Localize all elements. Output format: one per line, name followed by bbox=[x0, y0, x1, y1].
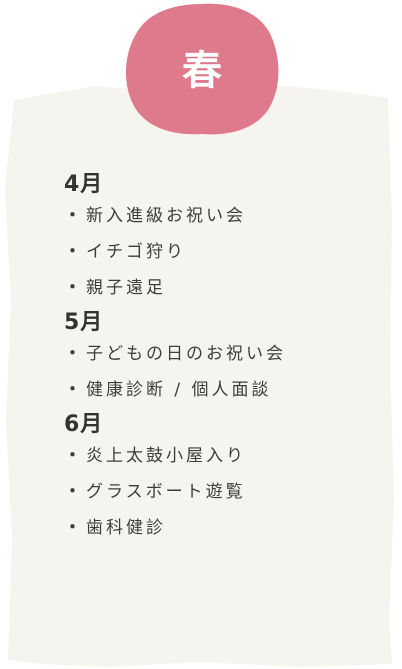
season-title: 春 bbox=[182, 48, 222, 94]
event-list: ・炎上太鼓小屋入り ・グラスボート遊覧 ・歯科健診 bbox=[64, 446, 384, 539]
event-label: 炎上太鼓小屋入り bbox=[86, 446, 246, 466]
month-june: 6月 ・炎上太鼓小屋入り ・グラスボート遊覧 ・歯科健診 bbox=[64, 412, 384, 539]
list-item: ・新入進級お祝い会 bbox=[64, 206, 384, 227]
event-label: 子どもの日のお祝い会 bbox=[86, 344, 286, 364]
event-label: イチゴ狩り bbox=[86, 242, 186, 262]
list-item: ・親子遠足 bbox=[64, 278, 384, 299]
month-april: 4月 ・新入進級お祝い会 ・イチゴ狩り ・親子遠足 bbox=[64, 172, 384, 299]
events-schedule: 4月 ・新入進級お祝い会 ・イチゴ狩り ・親子遠足 5月 ・子どもの日のお祝い会… bbox=[64, 172, 384, 554]
list-item: ・子どもの日のお祝い会 bbox=[64, 344, 384, 365]
bullet-mark: ・ bbox=[64, 482, 81, 502]
event-list: ・新入進級お祝い会 ・イチゴ狩り ・親子遠足 bbox=[64, 206, 384, 299]
season-badge bbox=[125, 3, 279, 135]
event-list: ・子どもの日のお祝い会 ・健康診断 / 個人面談 bbox=[64, 344, 384, 401]
event-label: 親子遠足 bbox=[86, 278, 166, 298]
month-heading: 5月 bbox=[64, 310, 104, 335]
event-label: 新入進級お祝い会 bbox=[86, 206, 246, 226]
bullet-mark: ・ bbox=[64, 206, 81, 226]
bullet-mark: ・ bbox=[64, 446, 81, 466]
month-may: 5月 ・子どもの日のお祝い会 ・健康診断 / 個人面談 bbox=[64, 310, 384, 401]
bullet-mark: ・ bbox=[64, 380, 81, 400]
month-heading: 4月 bbox=[64, 172, 104, 197]
list-item: ・イチゴ狩り bbox=[64, 242, 384, 263]
event-label: 歯科健診 bbox=[86, 518, 166, 538]
bullet-mark: ・ bbox=[64, 344, 81, 364]
list-item: ・炎上太鼓小屋入り bbox=[64, 446, 384, 467]
event-label: 健康診断 / 個人面談 bbox=[86, 380, 272, 400]
list-item: ・健康診断 / 個人面談 bbox=[64, 380, 384, 401]
month-heading: 6月 bbox=[64, 412, 104, 437]
list-item: ・歯科健診 bbox=[64, 518, 384, 539]
bullet-mark: ・ bbox=[64, 278, 81, 298]
event-label: グラスボート遊覧 bbox=[86, 482, 246, 502]
list-item: ・グラスボート遊覧 bbox=[64, 482, 384, 503]
bullet-mark: ・ bbox=[64, 518, 81, 538]
bullet-mark: ・ bbox=[64, 242, 81, 262]
